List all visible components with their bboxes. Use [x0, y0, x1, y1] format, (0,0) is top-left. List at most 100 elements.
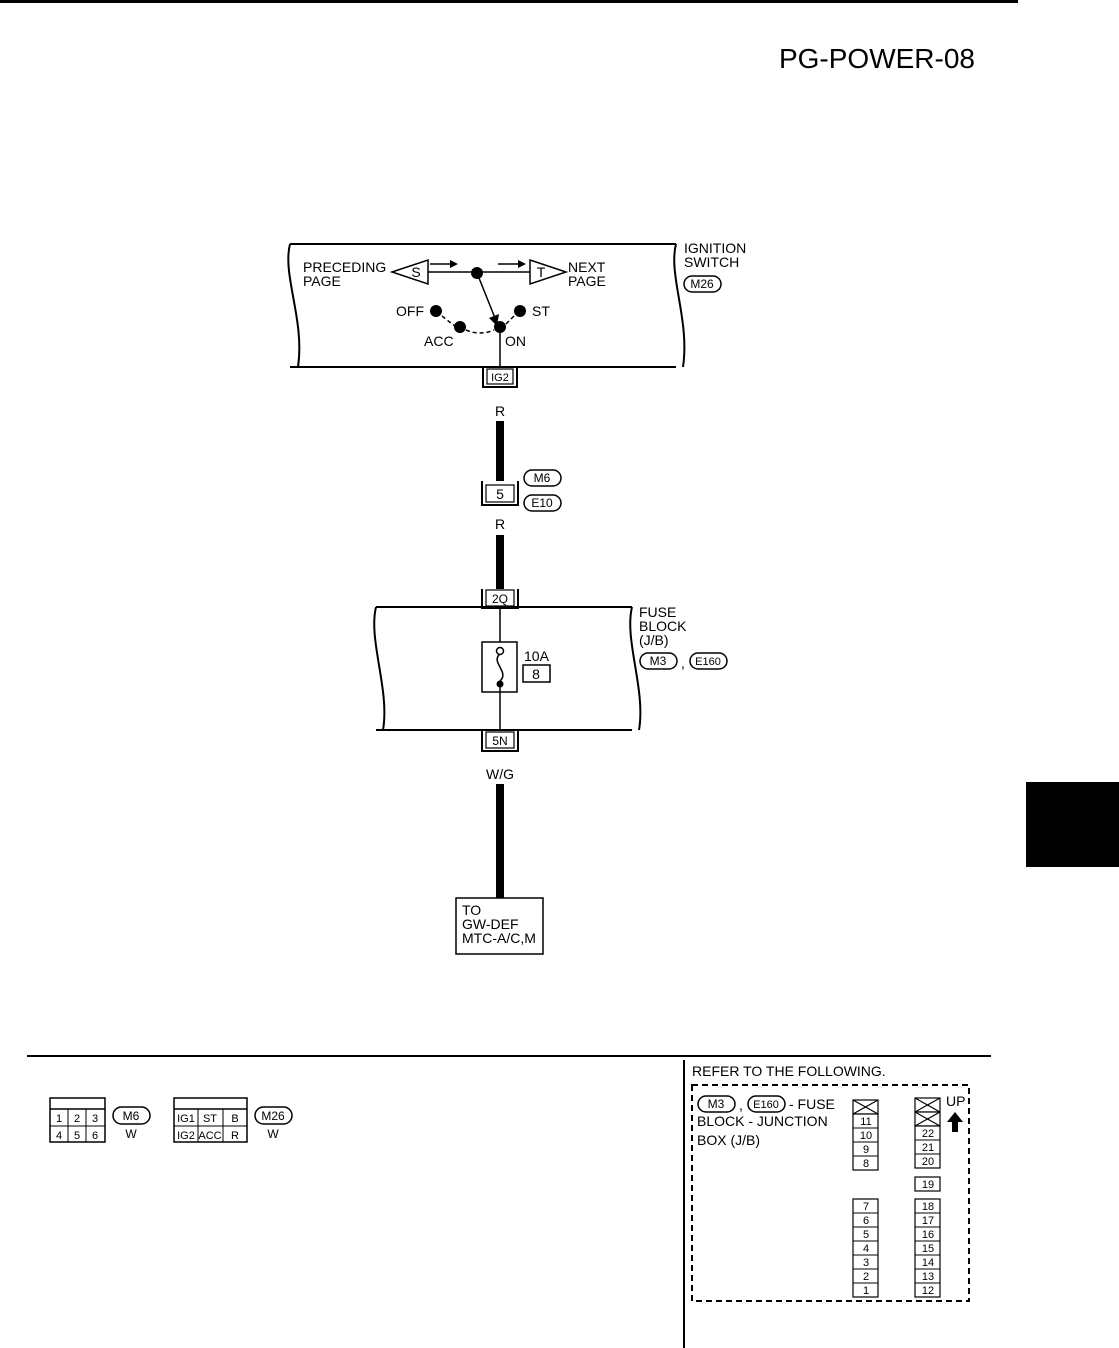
- m6-cell: 6: [92, 1130, 98, 1142]
- refer-panel: REFER TO THE FOLLOWING. M3 , E160 - FUSE…: [691, 1063, 970, 1302]
- destination-line-1: TO: [462, 902, 481, 918]
- cell: 16: [922, 1229, 934, 1241]
- fuse-block: 10A 8 FUSE BLOCK (J/B) M3 , E160: [373, 604, 728, 731]
- wire-middle: [496, 535, 504, 589]
- junction-connector-a: M6: [534, 471, 551, 485]
- cell: 11: [860, 1116, 871, 1128]
- m6-cell: 5: [74, 1130, 80, 1142]
- fuse-block-connector-a: M3: [650, 654, 667, 668]
- ignition-switch-label-2: SWITCH: [684, 254, 739, 270]
- cell: 13: [922, 1271, 934, 1283]
- preceding-page-label-2: PAGE: [303, 273, 341, 289]
- section-tab: [1026, 782, 1119, 867]
- left-column-bottom: 7 6 5 4 3 2 1: [852, 1198, 879, 1298]
- wire-upper: [496, 421, 504, 481]
- refer-conn-b: E160: [753, 1099, 779, 1111]
- ig2-terminal: IG2: [482, 367, 518, 388]
- m26-id: M26: [261, 1109, 285, 1123]
- ig2-label: IG2: [491, 372, 509, 384]
- acc-contact: [454, 321, 466, 333]
- fuse-block-label-3: (J/B): [639, 632, 669, 648]
- up-arrow-icon: [947, 1112, 963, 1132]
- cell: 9: [863, 1144, 869, 1156]
- m6-id: M6: [123, 1109, 140, 1123]
- refer-desc-2: BLOCK - JUNCTION: [697, 1113, 828, 1129]
- cell: 17: [922, 1215, 934, 1227]
- connector-face-m26: IG1 ST B IG2 ACC R M26 W: [173, 1097, 293, 1143]
- preceding-page-ref: S: [411, 264, 420, 280]
- cell: 4: [863, 1243, 869, 1255]
- next-page-label: NEXT: [568, 259, 606, 275]
- cell: 2: [863, 1271, 869, 1283]
- acc-label: ACC: [424, 333, 454, 349]
- cell: 18: [922, 1201, 934, 1213]
- cell: 10: [860, 1130, 872, 1142]
- fuse-number: 8: [532, 666, 540, 682]
- refer-header: REFER TO THE FOLLOWING.: [692, 1063, 886, 1079]
- junction-connector: 5 M6 E10: [481, 469, 562, 512]
- wire-lower: [496, 784, 504, 898]
- 5n-terminal: 5N: [481, 731, 519, 752]
- fuse-block-label: FUSE: [639, 604, 676, 620]
- fuse-rating: 10A: [524, 648, 550, 664]
- cell: 19: [922, 1179, 934, 1191]
- m6-cell: 3: [92, 1113, 98, 1125]
- cell: 5: [863, 1229, 869, 1241]
- right-column-top: 22 21 20: [914, 1125, 941, 1169]
- left-column-top: 11 10 9 8: [852, 1113, 879, 1171]
- junction-pin: 5: [496, 486, 504, 502]
- page-id: PG-POWER-08: [779, 43, 975, 74]
- m26-cell: ST: [203, 1113, 217, 1125]
- connector-face-m6: 1 2 3 4 5 6 M6 W: [49, 1097, 151, 1143]
- preceding-page-arrow-icon: [389, 258, 429, 286]
- cell: 22: [922, 1128, 934, 1140]
- m26-color: W: [267, 1127, 279, 1141]
- fuse-out-terminal: 5N: [492, 734, 507, 748]
- m26-cell: IG2: [177, 1130, 195, 1142]
- destination-line-3: MTC-A/C,M: [462, 930, 536, 946]
- fuse-in-terminal: 2Q: [492, 592, 508, 606]
- cell: 8: [863, 1158, 869, 1170]
- cell: 12: [922, 1285, 934, 1297]
- cell: 3: [863, 1257, 869, 1269]
- refer-sep: ,: [739, 1097, 743, 1113]
- preceding-page-label: PRECEDING: [303, 259, 386, 275]
- refer-desc-3: BOX (J/B): [697, 1132, 760, 1148]
- st-contact: [514, 305, 526, 317]
- m26-cell: R: [231, 1130, 239, 1142]
- wire-color-middle: R: [495, 516, 505, 532]
- m26-cell: B: [231, 1113, 238, 1125]
- m6-color: W: [125, 1127, 137, 1141]
- refer-conn-a: M3: [708, 1097, 725, 1111]
- 2q-terminal: 2Q: [481, 589, 519, 609]
- next-page-arrow-icon: [529, 258, 569, 286]
- cell: 6: [863, 1215, 869, 1227]
- off-label: OFF: [396, 303, 424, 319]
- ignition-connector: M26: [690, 277, 714, 291]
- wire-color-upper: R: [495, 403, 505, 419]
- next-page-label-2: PAGE: [568, 273, 606, 289]
- right-column-bottom: 18 17 16 15 14 13 12: [914, 1198, 941, 1298]
- cell: 15: [922, 1243, 934, 1255]
- m26-cell: IG1: [177, 1113, 195, 1125]
- st-label: ST: [532, 303, 550, 319]
- m6-cell: 4: [56, 1130, 62, 1142]
- cell: 20: [922, 1156, 934, 1168]
- wire-color-lower: W/G: [486, 766, 514, 782]
- ignition-switch-label: IGNITION: [684, 240, 746, 256]
- fuse-block-label-2: BLOCK: [639, 618, 687, 634]
- cell-19: [914, 1176, 941, 1192]
- m6-cell: 2: [74, 1113, 80, 1125]
- refer-desc-1: - FUSE: [789, 1096, 835, 1112]
- connector-badge-m26: [683, 275, 722, 293]
- m6-cell: 1: [56, 1113, 62, 1125]
- cell: 21: [922, 1142, 934, 1154]
- junction-connector-b: E10: [531, 496, 553, 510]
- m26-cell: ACC: [198, 1130, 221, 1142]
- destination-box: TO GW-DEF MTC-A/C,M: [455, 897, 544, 955]
- cell: 1: [863, 1285, 869, 1297]
- on-label: ON: [505, 333, 526, 349]
- cell: 7: [863, 1201, 869, 1213]
- ignition-switch: PRECEDING PAGE S T NEXT PAGE OFF ACC ON …: [287, 240, 746, 368]
